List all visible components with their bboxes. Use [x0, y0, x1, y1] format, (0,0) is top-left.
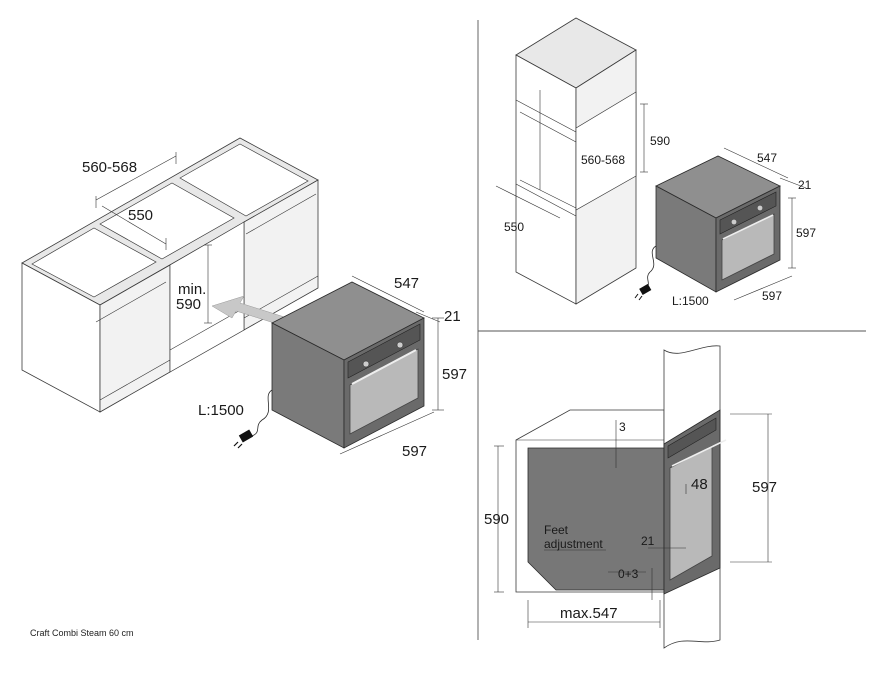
- top-right-cable-length-label: L:1500: [672, 294, 709, 308]
- section-top-gap-label: 3: [619, 420, 626, 434]
- min-height-label-1: min.: [178, 281, 206, 298]
- niche-depth-label: 550: [504, 220, 524, 234]
- section-oven-body: [527, 447, 665, 591]
- section-niche-height-label: 590: [484, 511, 509, 528]
- top-right-dimensions: [495, 103, 807, 301]
- oven-niche: [169, 221, 245, 373]
- top-right-plug-icon: [634, 283, 652, 301]
- product-caption: Craft Combi Steam 60 cm: [30, 628, 134, 638]
- min-height-label-2: 590: [176, 296, 201, 313]
- cable-length-label: L:1500: [198, 402, 244, 419]
- top-right-oven-depth-label: 547: [757, 151, 777, 165]
- niche-height-label: 590: [650, 134, 670, 148]
- feet-range-label: 0+3: [618, 567, 639, 581]
- section-dimensions: [494, 413, 772, 628]
- power-cable: [251, 389, 273, 437]
- top-right-oven-height-label: 597: [796, 226, 816, 240]
- oven-width-label: 597: [402, 443, 427, 460]
- niche-width-label: 560-568: [581, 153, 625, 167]
- panel-thickness-label: 21: [444, 308, 461, 325]
- oven-height-label: 597: [442, 366, 467, 383]
- tall-housing-niche: [575, 91, 637, 211]
- top-right-power-cable: [645, 245, 657, 289]
- section-oven-height-label: 597: [752, 479, 777, 496]
- section-view: [515, 345, 727, 649]
- left-cabinet-run: [21, 137, 319, 413]
- oven-depth-label: 547: [394, 275, 419, 292]
- top-right-oven-width-label: 597: [762, 289, 782, 303]
- max-depth-label: max.547: [560, 605, 618, 622]
- cabinet-depth-label: 550: [128, 207, 153, 224]
- panel-offset-label: 21: [641, 534, 655, 548]
- left-oven: [271, 281, 425, 449]
- tall-housing: [515, 17, 637, 305]
- cabinet-width-label: 560-568: [82, 159, 137, 176]
- top-right-panel-thickness-label: 21: [798, 178, 812, 192]
- handle-offset-label: 48: [691, 476, 708, 493]
- plug-icon: [233, 429, 254, 449]
- left-dimensions: [95, 152, 444, 455]
- top-right-oven: [655, 155, 781, 293]
- feet-label-1: Feet: [544, 523, 569, 537]
- feet-label-2: adjustment: [544, 537, 603, 551]
